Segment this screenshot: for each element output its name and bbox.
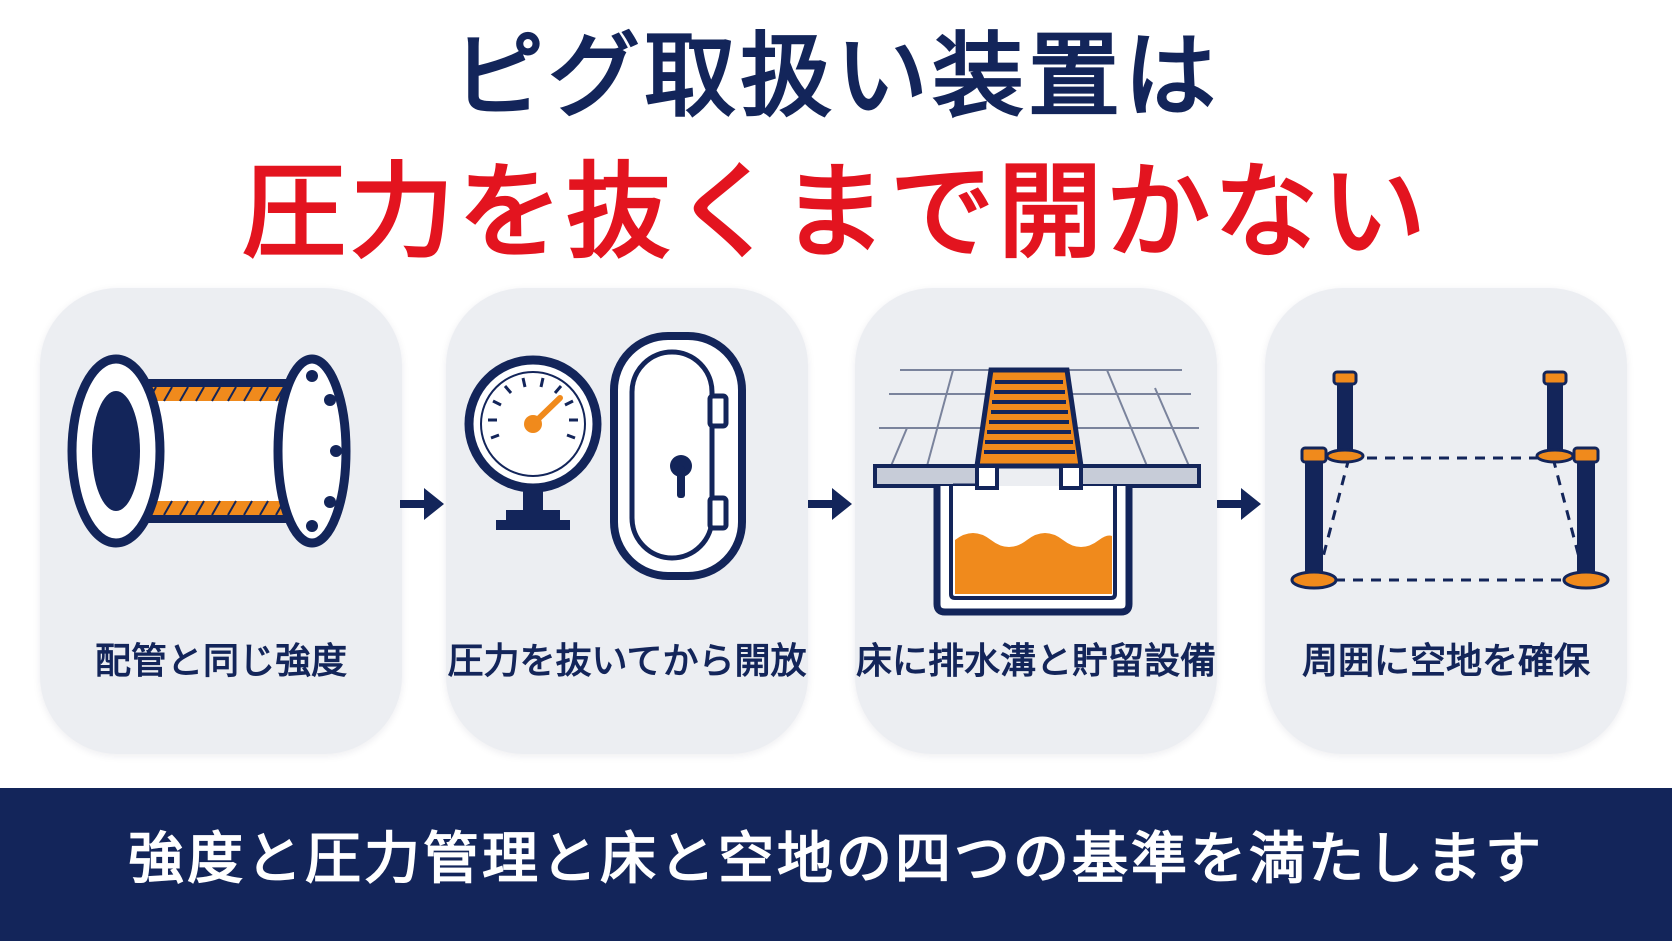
step-label-pressure: 圧力を抜いてから開放 [447,641,807,682]
pressure-gauge-and-door-icon [464,332,746,580]
footer-summary: 強度と圧力管理と床と空地の四つの基準を満たします [128,827,1544,892]
step-label-drain: 床に排水溝と貯留設備 [855,641,1216,682]
arrow-right-icon [1217,488,1261,520]
step-card-pressure: 圧力を抜いてから開放 [446,288,808,754]
step-card-drain: 床に排水溝と貯留設備 [855,288,1217,754]
posts-perimeter-icon [1290,370,1610,590]
step-card-strength: 配管と同じ強度 [40,288,402,754]
floor-drain-and-tank-icon [873,367,1201,616]
footer-bar [0,788,1672,941]
step-label-clearance: 周囲に空地を確保 [1301,641,1590,682]
arrow-right-icon [400,488,444,520]
flanged-pipe-icon [67,354,351,548]
step-card-clearance: 周囲に空地を確保 [1265,288,1627,754]
title-line-2: 圧力を抜くまで開かない [241,151,1430,273]
arrow-right-icon [808,488,852,520]
step-label-strength: 配管と同じ強度 [94,641,347,682]
title-line-1: ピグ取扱い装置は [451,23,1220,130]
